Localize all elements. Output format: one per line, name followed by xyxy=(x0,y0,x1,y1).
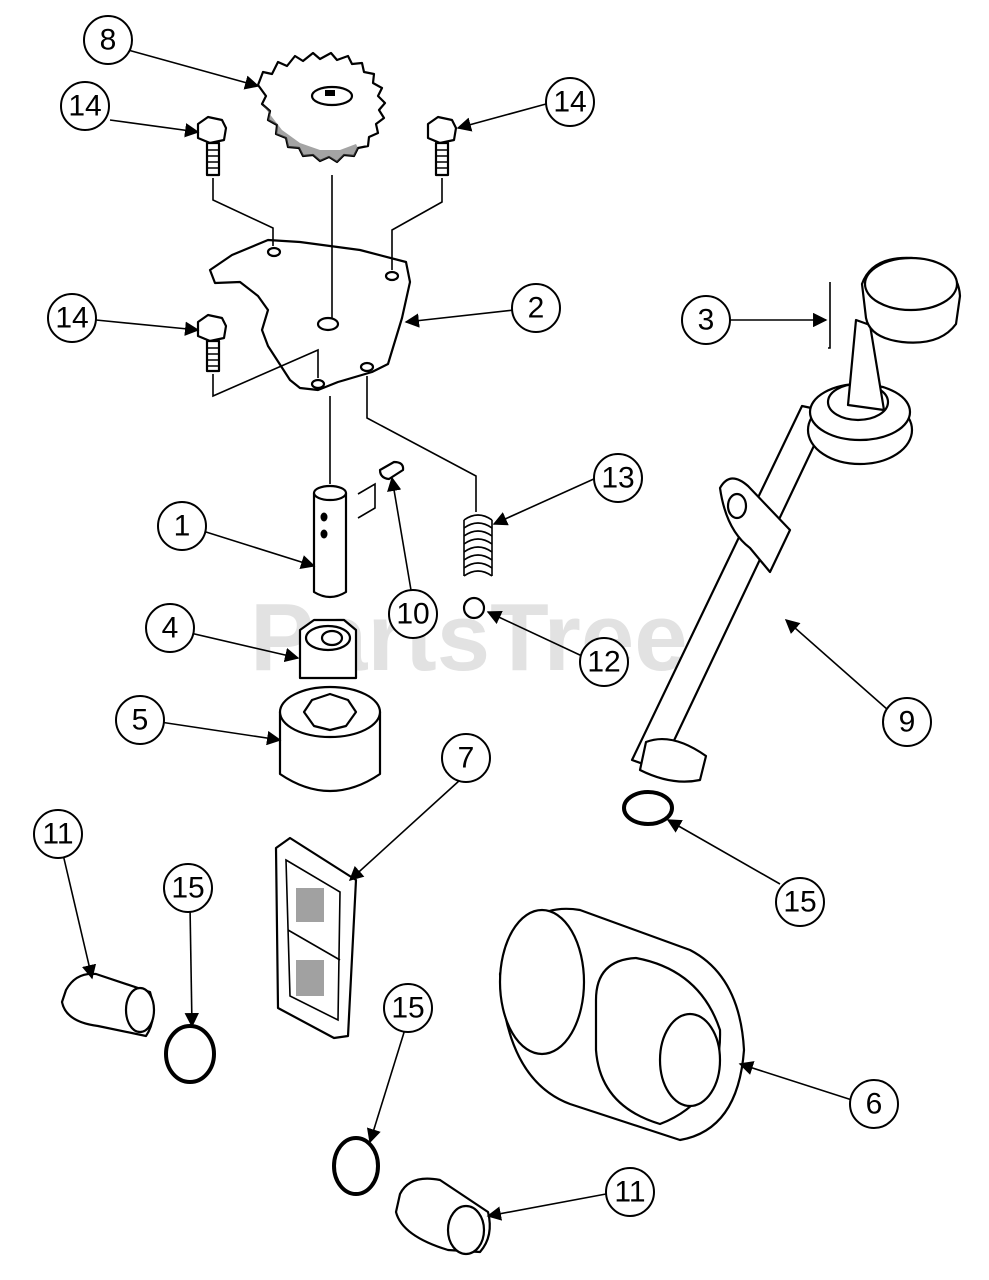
o-ring-tube xyxy=(622,790,674,826)
callout-2: 2 xyxy=(511,283,561,333)
inner-rotor xyxy=(298,618,358,680)
callout-label: 1 xyxy=(174,510,191,543)
callout-3: 3 xyxy=(681,295,731,345)
callout-label: 6 xyxy=(866,1088,883,1121)
relief-ball xyxy=(462,596,486,620)
outer-rotor xyxy=(278,685,382,792)
callout-5: 5 xyxy=(115,695,165,745)
drain-plug-right xyxy=(394,1177,491,1256)
callout-label: 13 xyxy=(601,462,634,495)
callout-label: 11 xyxy=(614,1176,645,1209)
callout-6: 6 xyxy=(849,1079,899,1129)
callout-7: 7 xyxy=(441,733,491,783)
oil-screen xyxy=(274,836,358,1040)
callout-arrows xyxy=(61,49,889,1221)
relief-spring xyxy=(463,514,493,577)
callout-label: 15 xyxy=(391,992,424,1025)
callout-label: 14 xyxy=(55,302,88,335)
bolt-part-left xyxy=(196,313,228,373)
o-ring-bottom xyxy=(332,1136,380,1196)
drive-pin xyxy=(357,460,405,519)
bolt-part-top-right xyxy=(426,115,458,177)
callout-label: 12 xyxy=(587,646,620,679)
callout-label: 10 xyxy=(396,598,429,631)
callout-8: 8 xyxy=(83,15,133,65)
gear-part xyxy=(256,51,387,164)
bolt-part-top-left xyxy=(196,115,228,177)
callout-13: 13 xyxy=(593,453,643,503)
callout-11-left: 11 xyxy=(33,809,83,859)
callout-9: 9 xyxy=(882,697,932,747)
pump-cover-plate xyxy=(208,238,412,392)
o-ring-left xyxy=(164,1024,216,1084)
callout-label: 7 xyxy=(458,742,475,775)
callout-12: 12 xyxy=(579,637,629,687)
callout-label: 2 xyxy=(528,292,545,325)
callout-15-left: 15 xyxy=(163,863,213,913)
callout-label: 4 xyxy=(162,612,179,645)
callout-label: 15 xyxy=(783,886,816,919)
callout-14-top-left: 14 xyxy=(60,81,110,131)
callout-label: 14 xyxy=(68,90,101,123)
pump-shaft xyxy=(312,484,348,599)
callout-label: 15 xyxy=(171,872,204,905)
oil-filter xyxy=(498,907,746,1142)
callout-label: 9 xyxy=(899,706,916,739)
callout-10: 10 xyxy=(388,589,438,639)
callout-label: 5 xyxy=(132,704,149,737)
callout-14-left: 14 xyxy=(47,293,97,343)
callout-11-right: 11 xyxy=(605,1167,655,1217)
callout-14-top-right: 14 xyxy=(545,77,595,127)
drain-plug-left xyxy=(60,972,156,1038)
callout-4: 4 xyxy=(145,603,195,653)
callout-label: 8 xyxy=(100,24,117,57)
callout-1: 1 xyxy=(157,501,207,551)
dipstick-assembly xyxy=(630,256,962,783)
callout-label: 14 xyxy=(553,86,586,119)
callout-label: 11 xyxy=(42,818,73,851)
callout-label: 3 xyxy=(698,304,715,337)
assembly-lines xyxy=(212,175,477,512)
callout-15-right: 15 xyxy=(775,877,825,927)
callout-15-bottom: 15 xyxy=(383,983,433,1033)
